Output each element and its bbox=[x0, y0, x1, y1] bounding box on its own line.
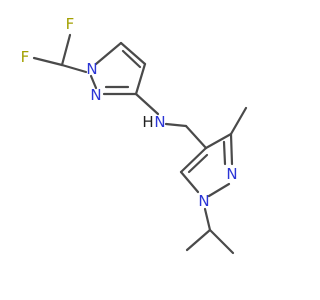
bond-c5b-c4b bbox=[179, 146, 208, 174]
bond-n1b-ch bbox=[203, 207, 212, 232]
nitrogen-label-n1b: N bbox=[198, 192, 209, 210]
bond-c3b-n2b bbox=[229, 132, 234, 166]
bond-ch-me2 bbox=[208, 228, 235, 255]
amine-nitrogen-label: N bbox=[154, 113, 165, 131]
bond-c-n1 bbox=[60, 63, 88, 74]
fluorine-label-1: F bbox=[21, 48, 30, 66]
bond-c5-c4 bbox=[119, 41, 147, 66]
bond-f1-c bbox=[32, 56, 64, 67]
bond-c3-nh bbox=[134, 92, 160, 116]
nitrogen-label-n2b: N bbox=[226, 165, 237, 183]
bond-c3b-methyl bbox=[229, 106, 248, 136]
bond-c4-c3 bbox=[134, 62, 147, 96]
bond-c5b-c4b-double bbox=[187, 153, 209, 174]
bond-ch-me1 bbox=[185, 228, 212, 252]
bond-c3b-n2b-double bbox=[222, 140, 227, 166]
fluorine-label-2: F bbox=[66, 15, 75, 33]
nitrogen-label-n1: N bbox=[86, 60, 97, 78]
nitrogen-label-n2: N bbox=[90, 86, 101, 104]
bonds bbox=[32, 33, 248, 255]
bond-f2-c bbox=[60, 33, 72, 67]
bond-n1-c5 bbox=[94, 41, 123, 66]
bond-n2-n1 bbox=[89, 74, 98, 90]
bond-n2b-n1b bbox=[207, 182, 231, 198]
bond-n1b-c5b bbox=[179, 170, 200, 194]
structure-svg: F F N N N H N N bbox=[21, 15, 248, 255]
molecule-structure: F F N N N H N N bbox=[21, 15, 248, 255]
amine-hydrogen-label: H bbox=[142, 113, 153, 131]
bond-c5-c4-double bbox=[121, 49, 142, 69]
bond-nh-ch2 bbox=[164, 122, 188, 128]
atom-labels: F F N N N H N N bbox=[21, 15, 238, 210]
bond-c4b-c3b bbox=[204, 132, 233, 150]
bond-ch2-c4b bbox=[184, 124, 208, 150]
